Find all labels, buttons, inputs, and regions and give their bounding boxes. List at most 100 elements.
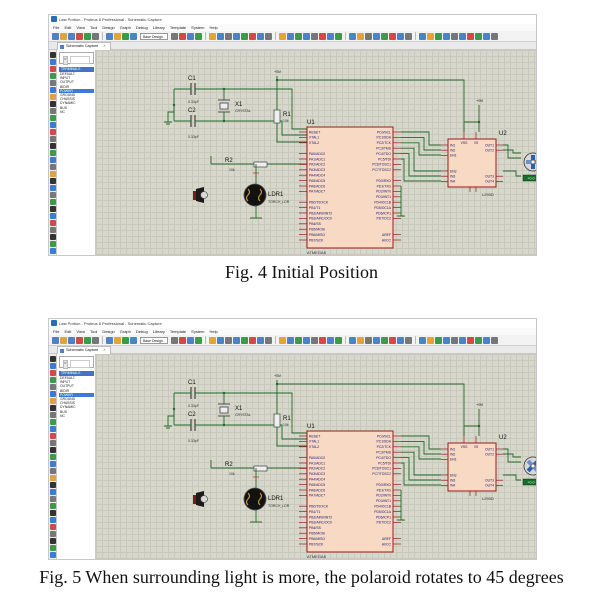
toolbar-tool-icon[interactable] [389,336,396,344]
menu-item-design[interactable]: Design [102,329,115,334]
resistor-r1[interactable] [273,109,281,124]
menu-item-system[interactable]: System [191,329,205,334]
menu-item-edit[interactable]: Edit [64,329,72,334]
toolbar-tool-icon[interactable] [60,32,67,40]
capacitor-c1[interactable] [190,83,196,95]
menu-item-debug[interactable]: Debug [135,329,148,334]
terminal-item-bidir[interactable]: BIDIR [60,84,70,89]
toolbar-tool-icon[interactable] [349,336,356,344]
toolbar-tool-icon[interactable] [114,336,121,344]
mode-tool-icon[interactable] [50,150,56,156]
toolbar-tool-icon[interactable] [419,32,426,40]
mode-tool-icon[interactable] [50,94,56,100]
ldr-sensor[interactable] [243,487,267,511]
terminal-item-dynamic[interactable]: DYNAMIC [60,101,76,106]
tab-schematic-capture[interactable]: Schematic Capture × [57,42,111,50]
terminal-item-bus[interactable]: BUS [60,105,67,110]
pick-devices-button[interactable]: P [63,56,68,65]
terminal-item-ground[interactable]: GROUND [60,396,76,401]
menu-item-view[interactable]: View [76,25,85,30]
toolbar-tool-icon[interactable] [373,336,380,344]
toolbar-tool-icon[interactable] [295,32,302,40]
mode-tool-icon[interactable] [50,164,56,170]
toolbar-tool-icon[interactable] [467,32,474,40]
toolbar-tool-icon[interactable] [381,32,388,40]
mode-tool-icon[interactable] [50,143,56,149]
toolbar-tool-icon[interactable] [397,32,404,40]
menu-item-tool[interactable]: Tool [89,329,98,334]
mode-tool-icon[interactable] [50,447,56,453]
mode-tool-icon[interactable] [50,363,56,369]
mode-tool-icon[interactable] [50,73,56,79]
menu-item-debug[interactable]: Debug [135,25,148,30]
mode-tool-icon[interactable] [50,454,56,460]
mode-tool-icon[interactable] [50,185,56,191]
menu-item-template[interactable]: Template [169,329,187,334]
toolbar-tool-icon[interactable] [349,32,356,40]
toolbar-tool-icon[interactable] [311,32,318,40]
menu-item-file[interactable]: File [53,25,60,30]
toolbar-tool-icon[interactable] [195,336,202,344]
toolbar-tool-icon[interactable] [405,336,412,344]
toolbar-tool-icon[interactable] [279,32,286,40]
torch-light-source[interactable] [193,187,208,203]
mode-tool-icon[interactable] [50,524,56,530]
toolbar-tool-icon[interactable] [397,336,404,344]
toolbar-tool-icon[interactable] [279,336,286,344]
toolbar-tool-icon[interactable] [427,32,434,40]
mode-tool-icon[interactable] [50,391,56,397]
mode-tool-icon[interactable] [50,426,56,432]
mode-tool-icon[interactable] [50,496,56,502]
toolbar-tool-icon[interactable] [92,32,99,40]
toolbar-tool-icon[interactable] [373,32,380,40]
mode-tool-icon[interactable] [50,370,56,376]
mode-tool-icon[interactable] [50,489,56,495]
toolbar-tool-icon[interactable] [209,32,216,40]
toolbar-tool-icon[interactable] [209,336,216,344]
terminal-item-ground[interactable]: GROUND [60,92,76,97]
toolbar-tool-icon[interactable] [381,336,388,344]
mode-tool-icon[interactable] [50,510,56,516]
terminal-item-output[interactable]: OUTPUT [60,80,74,85]
toolbar-tool-icon[interactable] [467,336,474,344]
toolbar-tool-icon[interactable] [303,336,310,344]
mode-tool-icon[interactable] [50,220,56,226]
microcontroller-u1[interactable] [306,126,394,249]
toolbar-tool-icon[interactable] [389,32,396,40]
toolbar-tool-icon[interactable] [335,32,342,40]
menu-item-system[interactable]: System [191,25,205,30]
stepper-motor[interactable] [523,456,537,476]
mode-tool-icon[interactable] [50,129,56,135]
toolbar-tool-icon[interactable] [52,336,59,344]
mode-tool-icon[interactable] [50,468,56,474]
mode-tool-icon[interactable] [50,241,56,247]
mode-tool-icon[interactable] [50,52,56,58]
mode-tool-icon[interactable] [50,192,56,198]
toolbar-tool-icon[interactable] [187,336,194,344]
mode-tool-icon[interactable] [50,482,56,488]
mode-tool-icon[interactable] [50,440,56,446]
terminal-item-nc[interactable]: NC [60,109,65,114]
toolbar-tool-icon[interactable] [265,336,272,344]
crystal-x1[interactable] [218,403,230,417]
toolbar-tool-icon[interactable] [327,32,334,40]
toolbar-tool-icon[interactable] [179,336,186,344]
toolbar-tool-icon[interactable] [122,32,129,40]
mode-tool-icon[interactable] [50,398,56,404]
toolbar-tool-icon[interactable] [92,336,99,344]
toolbar-tool-icon[interactable] [365,336,372,344]
toolbar-tool-icon[interactable] [419,336,426,344]
menu-item-view[interactable]: View [76,329,85,334]
mode-tool-icon[interactable] [50,115,56,121]
resistor-r2[interactable] [253,161,268,168]
mode-tool-icon[interactable] [50,227,56,233]
capacitor-c1[interactable] [190,387,196,399]
toolbar-tool-icon[interactable] [171,32,178,40]
terminal-item-default[interactable]: DEFAULT [60,376,76,380]
toolbar-tool-icon[interactable] [265,32,272,40]
toolbar-tool-icon[interactable] [491,32,498,40]
close-icon[interactable]: × [103,348,106,352]
toolbar-tool-icon[interactable] [365,32,372,40]
toolbar-tool-icon[interactable] [257,336,264,344]
